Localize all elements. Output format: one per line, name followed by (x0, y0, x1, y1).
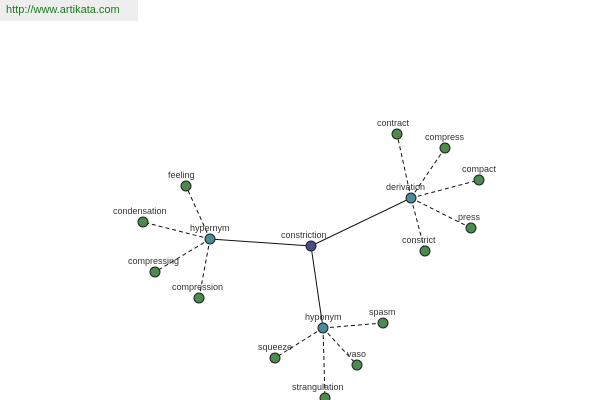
label-derivation: derivation (386, 182, 425, 192)
edge-hyponym-strangulation (322, 327, 326, 399)
edge-center-hypernym (209, 238, 312, 247)
hyponym-edges (274, 322, 384, 399)
label-compact: compact (462, 164, 497, 174)
label-spasm: spasm (369, 307, 396, 317)
node-strangulation[interactable] (319, 392, 331, 400)
edge-hyponym-vaso (322, 327, 358, 366)
edge-hypernym-compression (198, 238, 211, 299)
node-constrict[interactable] (419, 245, 431, 257)
label-constrict: constrict (402, 235, 436, 245)
label-center: constriction (281, 230, 327, 240)
node-derivation[interactable] (405, 192, 417, 204)
edge-hyponym-spasm (322, 322, 384, 329)
label-compressing: compressing (128, 256, 179, 266)
node-compressing[interactable] (149, 266, 161, 278)
edge-hypernym-compressing (154, 238, 211, 273)
label-hypernym: hypernym (190, 223, 230, 233)
node-press[interactable] (465, 222, 477, 234)
label-vaso: vaso (347, 349, 366, 359)
node-spasm[interactable] (377, 317, 389, 329)
label-feeling: feeling (168, 170, 195, 180)
hypernym-edges (142, 185, 211, 299)
label-compression: compression (172, 282, 223, 292)
watermark-link[interactable]: http://www.artikata.com (6, 4, 120, 16)
label-strangulation: strangulation (292, 382, 344, 392)
node-contract[interactable] (391, 128, 403, 140)
edge-center-derivation (310, 197, 412, 247)
node-hypernym[interactable] (204, 233, 216, 245)
node-feeling[interactable] (180, 180, 192, 192)
node-compress[interactable] (439, 142, 451, 154)
edge-hyponym-squeeze (274, 327, 324, 359)
label-squeeze: squeeze (258, 342, 292, 352)
edge-derivation-compact (410, 179, 480, 199)
label-press: press (458, 212, 481, 222)
label-condensation: condensation (113, 206, 167, 216)
label-contract: contract (377, 118, 410, 128)
node-compact[interactable] (473, 174, 485, 186)
watermark-bar: http://www.artikata.com (0, 0, 138, 21)
node-squeeze[interactable] (269, 352, 281, 364)
edge-derivation-compress (410, 147, 446, 199)
edge-derivation-contract (396, 133, 412, 199)
node-compression[interactable] (193, 292, 205, 304)
edge-hypernym-feeling (185, 185, 211, 240)
node-center[interactable] (305, 240, 317, 252)
node-hyponym[interactable] (317, 322, 329, 334)
edge-derivation-constrict (410, 197, 426, 252)
edge-hypernym-condensation (142, 221, 211, 240)
node-vaso[interactable] (351, 359, 363, 371)
derivation-edges (396, 133, 480, 252)
label-compress: compress (425, 132, 465, 142)
node-condensation[interactable] (137, 216, 149, 228)
label-hyponym: hyponym (305, 312, 342, 322)
edge-center-hyponym (310, 245, 324, 329)
